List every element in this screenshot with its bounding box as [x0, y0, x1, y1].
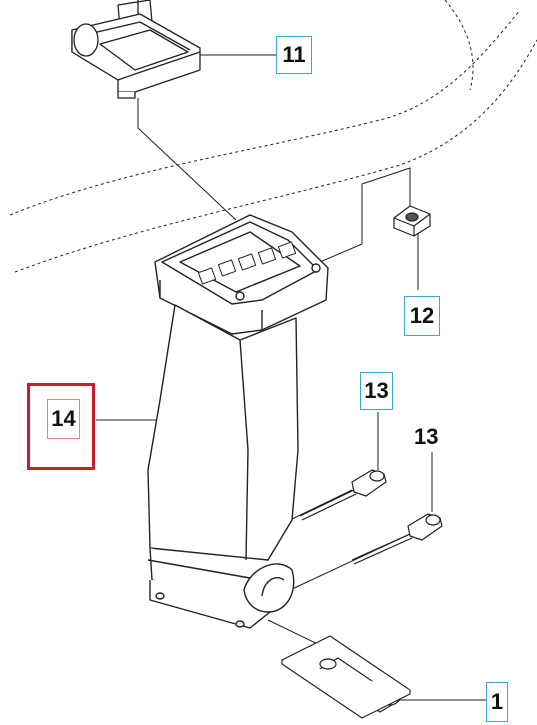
callout-label-13-lower: 13 [414, 424, 439, 449]
part-13-bolt-lower [351, 513, 443, 565]
part-13-bolt-upper [299, 469, 387, 521]
callout-label-13-upper: 13 [360, 372, 393, 410]
part-14-intake-duct [147, 214, 329, 629]
callout-label-11: 11 [276, 36, 312, 74]
flange-slots [197, 241, 297, 285]
housing-dashed-outline [9, 0, 537, 273]
callout-label-1: 1 [486, 682, 508, 722]
callout-label-14: 14 [47, 399, 80, 439]
part-11-clamp [71, 0, 201, 99]
callout-label-12: 12 [404, 296, 440, 336]
highlight-frame [27, 383, 95, 470]
part-12-square-nut [393, 205, 431, 237]
part-1-gasket-plate [281, 635, 411, 719]
